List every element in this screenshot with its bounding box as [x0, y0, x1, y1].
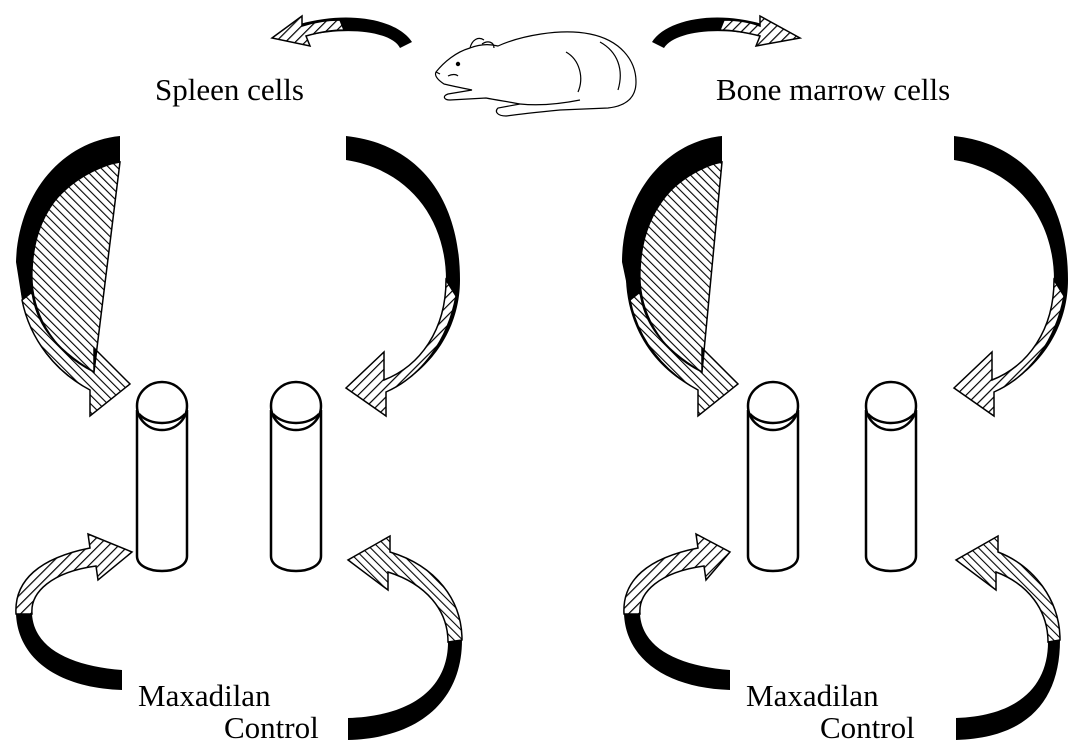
- bone-marrow-cells-label: Bone marrow cells: [716, 74, 950, 105]
- tube-control-bone-marrow: [866, 382, 916, 571]
- control-label-left: Control: [224, 712, 319, 743]
- tube-control-spleen: [271, 382, 321, 571]
- arrow-maxadilan-to-tube1-right: [624, 534, 730, 690]
- arrow-control-to-tube2-right: [956, 536, 1060, 740]
- arrow-control-to-tube2: [348, 536, 462, 740]
- small-arrow-to-spleen: [272, 16, 412, 48]
- tube-maxadilan-bone-marrow: [748, 382, 798, 571]
- small-arrow-to-bone-marrow: [652, 16, 800, 48]
- spleen-cells-label: Spleen cells: [155, 74, 304, 105]
- arrow-spleen-to-tube2: [346, 136, 460, 416]
- arrow-maxadilan-to-tube1: [16, 534, 132, 690]
- maxadilan-label-left: Maxadilan: [138, 680, 271, 711]
- tube-maxadilan-spleen: [137, 382, 187, 571]
- arrow-bone-marrow-to-tube1: [622, 136, 738, 416]
- arrow-bone-marrow-to-tube2: [954, 136, 1068, 416]
- maxadilan-label-right: Maxadilan: [746, 680, 879, 711]
- control-label-right: Control: [820, 712, 915, 743]
- arrow-spleen-to-tube1: [16, 136, 130, 416]
- mouse-illustration: [435, 32, 636, 116]
